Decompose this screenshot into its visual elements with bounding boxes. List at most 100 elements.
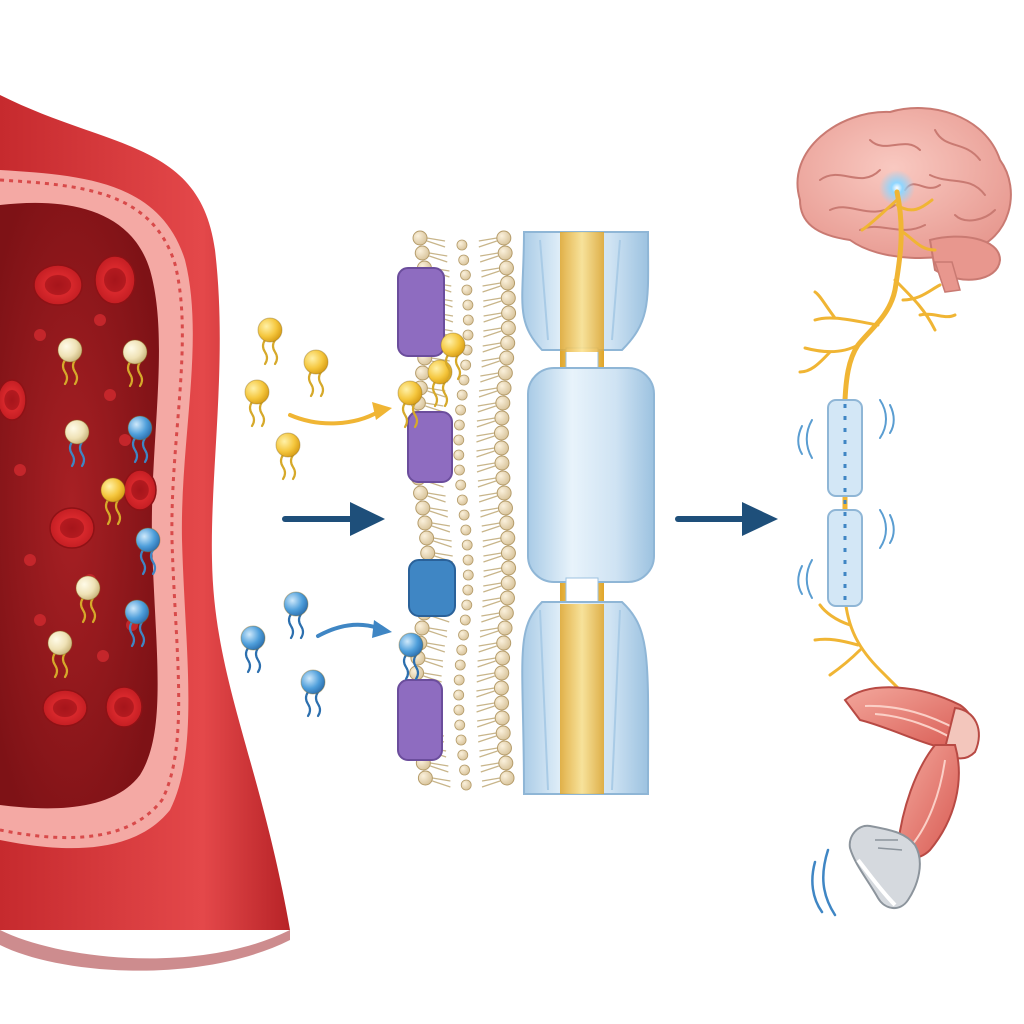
blue-lipid-molecule (127, 415, 153, 464)
phospholipid-head (462, 569, 474, 581)
yellow-lipid-molecule (100, 477, 126, 526)
plasma-particle (14, 464, 26, 476)
brain-stem (933, 261, 961, 293)
phospholipid-head (412, 230, 428, 246)
yellow-lipid-molecule (440, 332, 466, 381)
phospholipid-head (461, 539, 473, 551)
phospholipid-head (496, 230, 512, 246)
yellow-lipid-molecule (122, 339, 148, 388)
yellow-lipid-molecule (57, 337, 83, 386)
phospholipid-head (495, 725, 511, 741)
phospholipid-head (496, 380, 512, 396)
yellow-lipid-molecule (427, 359, 453, 408)
red-blood-cells (0, 255, 157, 728)
nervous-system-panel (796, 107, 1012, 917)
red-blood-cell (105, 686, 143, 728)
phospholipid-head (500, 575, 516, 591)
membrane-to-nerve-arrow (675, 502, 778, 536)
phospholipid-head (462, 584, 474, 596)
phospholipid-head (493, 440, 509, 456)
yellow-lipid-molecule (275, 432, 301, 481)
phospholipid-head (495, 395, 511, 411)
phospholipid-head (458, 629, 469, 641)
phospholipid-head (457, 749, 469, 761)
free-blue-lipids (240, 591, 326, 718)
phospholipid-head (417, 515, 433, 531)
yellow-lipid-molecule (47, 630, 73, 679)
nerve-myelin-segments (827, 399, 863, 607)
plasma-particle (24, 554, 36, 566)
phospholipid-head (460, 524, 472, 536)
myelin-segment-middle (527, 367, 655, 583)
blue-uptake-arrow (316, 622, 380, 638)
phospholipid-head (458, 509, 470, 521)
running-shoe-icon (848, 824, 921, 909)
phospholipid-head (456, 389, 468, 401)
phospholipid-head (494, 710, 510, 726)
phospholipid-head (497, 500, 513, 516)
membrane-embedded-lipids (397, 332, 466, 681)
phospholipid-head (462, 329, 474, 341)
blue-uptake-arrowhead (372, 620, 392, 638)
phospholipid-head (495, 650, 511, 666)
neuron-icon (798, 189, 957, 702)
phospholipid-head (456, 239, 468, 251)
membrane-protein-purple (397, 267, 445, 357)
phospholipid-head (500, 545, 516, 561)
red-blood-cell (49, 507, 95, 549)
phospholipid-head (417, 770, 433, 786)
vessel-lumen (0, 202, 159, 809)
plasma-particle (97, 650, 109, 662)
phospholipid-head (453, 419, 465, 431)
phospholipid-head (453, 689, 465, 701)
phospholipid-head (454, 659, 466, 671)
signal-vibration-marks (797, 399, 895, 599)
phospholipid-head (496, 635, 512, 651)
phospholipid-head (460, 779, 472, 791)
node-of-ranvier (565, 577, 599, 605)
phospholipid-head (499, 515, 515, 531)
phospholipid-head (419, 530, 435, 546)
yellow-lipid-molecule (257, 317, 283, 366)
blue-lipid-molecule (135, 527, 161, 576)
phospholipid-head (455, 479, 467, 491)
phospholipid-head (494, 455, 510, 471)
yellow-lipid-molecule (75, 575, 101, 624)
phospholipid-head (494, 410, 510, 426)
phospholipid-head (461, 284, 473, 296)
phospholipid-head (497, 245, 513, 261)
phospholipid-head (460, 359, 472, 371)
phospholipid-head (500, 275, 516, 291)
phospholipid-head (415, 500, 431, 516)
red-blood-cell (94, 255, 136, 305)
blue-lipid-molecule (64, 419, 90, 468)
phospholipid-head (493, 680, 509, 696)
phospholipid-head (497, 365, 513, 381)
plasma-particle (34, 614, 46, 626)
yellow-lipid-molecule (244, 379, 270, 428)
yellow-lipid-molecule (303, 349, 329, 398)
phospholipid-head (498, 755, 514, 771)
plasma-particle (34, 329, 46, 341)
phospholipid-head (496, 740, 512, 756)
red-blood-cell (33, 264, 83, 306)
vessel-to-membrane-arrow (282, 502, 385, 536)
phospholipid-head (500, 530, 516, 546)
blue-lipid-molecule (300, 669, 326, 718)
phospholipid-head (459, 764, 470, 776)
phospholipid-head (499, 770, 515, 786)
membrane-panel (397, 230, 655, 795)
phospholipid-head (460, 269, 471, 281)
phospholipid-head (456, 494, 468, 506)
phospholipid-head (496, 485, 512, 501)
yellow-uptake-arrow (288, 410, 380, 426)
phospholipid-head (501, 560, 517, 576)
yellow-uptake-arrowhead (372, 402, 392, 420)
plasma-particle (94, 314, 106, 326)
motion-lines (811, 848, 837, 917)
phospholipid-head (500, 290, 516, 306)
membrane-protein-blue (408, 559, 456, 617)
phospholipid-head (458, 254, 470, 266)
phospholipid-head (494, 665, 510, 681)
